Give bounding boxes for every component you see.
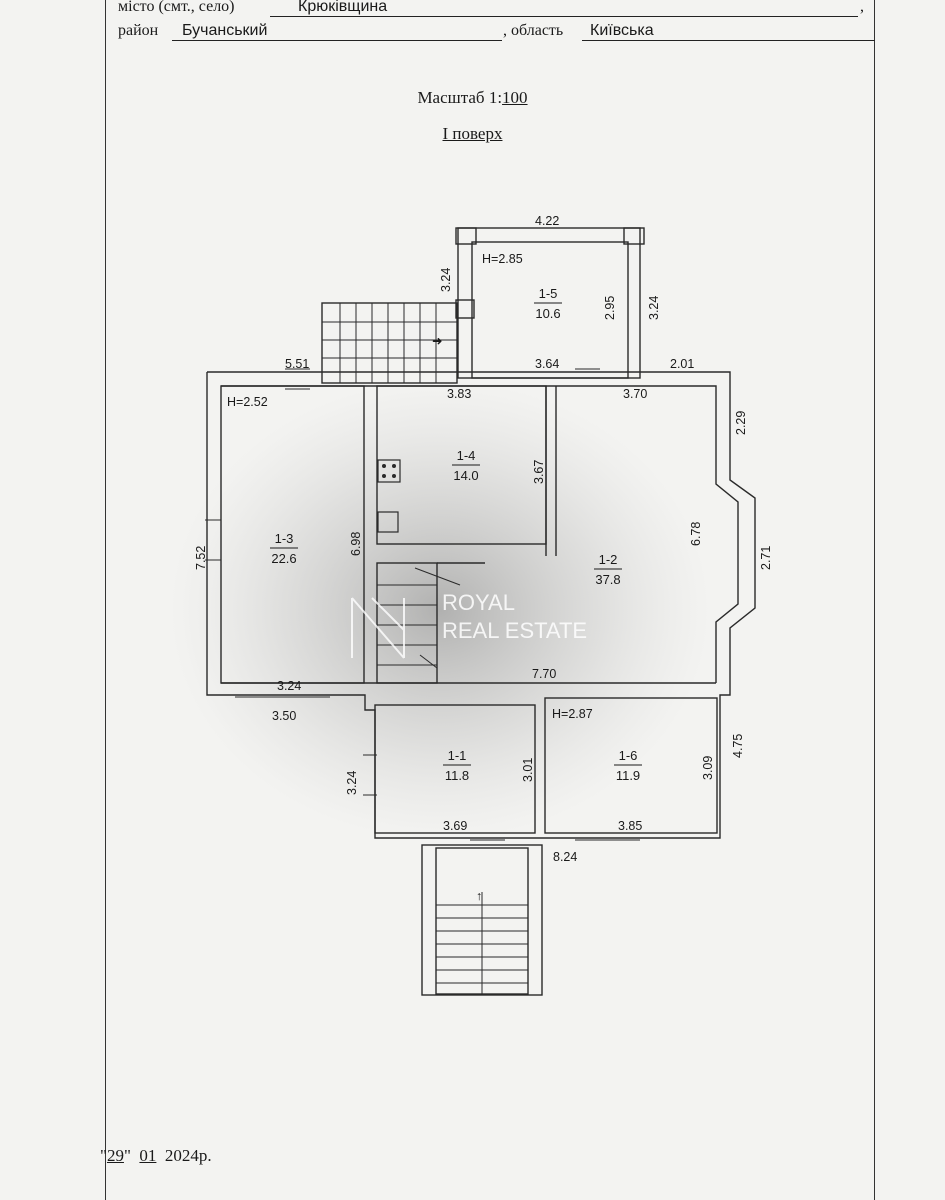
svg-text:1-1: 1-1 — [448, 748, 467, 763]
wall-room-1-1 — [374, 704, 536, 834]
svg-text:1-5: 1-5 — [539, 286, 558, 301]
dim-6-78: 6.78 — [689, 522, 703, 546]
city-label: місто (смт., село) — [118, 0, 235, 15]
svg-text:22.6: 22.6 — [271, 551, 296, 566]
stair-top — [321, 302, 458, 384]
corner-post-right — [623, 227, 645, 245]
windows — [205, 368, 640, 841]
dim-2-29: 2.29 — [734, 411, 748, 435]
stove-burner-4 — [392, 474, 396, 478]
dim-3-24-bottom-left: 3.24 — [277, 679, 301, 693]
dim-3-24-top-left: 3.24 — [439, 268, 453, 292]
dim-7-70: 7.70 — [532, 667, 556, 681]
stair-top-treads — [322, 303, 457, 383]
district-underline — [172, 40, 502, 41]
city-underline — [270, 16, 858, 17]
svg-text:1-2: 1-2 — [599, 552, 618, 567]
dim-2-95: 2.95 — [603, 296, 617, 320]
watermark-line-1: ROYAL — [442, 590, 515, 615]
dim-2-71: 2.71 — [759, 546, 773, 570]
height-room-1-6: Н=2.87 — [552, 707, 593, 721]
room-1-1-label: 1-1 11.8 — [443, 748, 471, 783]
walls — [206, 227, 756, 996]
inner-wall-right — [221, 385, 739, 683]
stair-entrance-outer — [421, 844, 543, 996]
dim-3-24-room-1-1: 3.24 — [345, 771, 359, 795]
footer-month: 01 — [139, 1146, 157, 1165]
dim-6-98: 6.98 — [349, 532, 363, 556]
dim-3-67: 3.67 — [532, 460, 546, 484]
stove-burner-2 — [392, 464, 396, 468]
room-1-4-label: 1-4 14.0 — [452, 448, 480, 483]
svg-text:37.8: 37.8 — [595, 572, 620, 587]
city-trailing: , — [860, 0, 864, 15]
stair-entrance-treads — [436, 892, 528, 994]
region-value: Київська — [590, 22, 654, 39]
room-1-5-label: 1-5 10.6 — [534, 286, 562, 321]
floor-title: І поверх — [442, 124, 503, 143]
stove-burner-3 — [382, 474, 386, 478]
height-room-1-3: Н=2.52 — [227, 395, 268, 409]
district-label: район — [118, 22, 159, 39]
dim-8-24: 8.24 — [553, 850, 577, 864]
stair-inner-treads — [377, 567, 461, 669]
room-1-3-label: 1-3 22.6 — [270, 531, 298, 566]
dim-5-51: 5.51 — [285, 357, 309, 371]
footer-day: 29 — [106, 1146, 124, 1165]
district-value: Бучанський — [182, 22, 268, 39]
dim-3-01: 3.01 — [521, 758, 535, 782]
region-underline — [582, 40, 875, 41]
post-mid-left — [455, 299, 475, 319]
dim-4-75: 4.75 — [731, 734, 745, 758]
svg-text:1-3: 1-3 — [275, 531, 294, 546]
watermark-line-2: REAL ESTATE — [442, 618, 587, 643]
footer-date: "29" 01 2024р. — [100, 1146, 212, 1166]
stair-top-arrow: ➜ — [432, 334, 442, 348]
scale-value: 100 — [502, 88, 528, 107]
room-1-6-label: 1-6 11.9 — [614, 748, 642, 783]
corner-post-left — [455, 227, 477, 245]
outer-wall — [206, 371, 756, 839]
sink-icon — [377, 511, 399, 533]
footer-quote-open: " — [100, 1146, 107, 1165]
wall-room-1-6 — [544, 697, 718, 834]
dim-3-09: 3.09 — [701, 756, 715, 780]
room-1-2-label: 1-2 37.8 — [594, 552, 622, 587]
dim-3-24-top-right: 3.24 — [647, 296, 661, 320]
footer-quote-close: " — [123, 1146, 131, 1165]
dim-7-52: 7.52 — [194, 546, 208, 570]
dim-3-70: 3.70 — [623, 387, 647, 401]
svg-text:1-6: 1-6 — [619, 748, 638, 763]
dim-3-83: 3.83 — [447, 387, 471, 401]
watermark-logo — [351, 597, 405, 659]
svg-text:11.8: 11.8 — [445, 768, 469, 783]
svg-text:11.9: 11.9 — [616, 768, 640, 783]
watermark-shading — [170, 380, 710, 840]
stove-icon — [377, 459, 401, 483]
page-border — [105, 0, 875, 1200]
region-label: , область — [503, 22, 564, 39]
dim-3-69: 3.69 — [443, 819, 467, 833]
svg-text:14.0: 14.0 — [453, 468, 478, 483]
svg-text:1-4: 1-4 — [457, 448, 476, 463]
dim-3-50: 3.50 — [272, 709, 296, 723]
height-room-1-5: Н=2.85 — [482, 252, 523, 266]
stair-entrance-arrow: ↑ — [476, 889, 482, 903]
dim-4-22: 4.22 — [535, 214, 559, 228]
dim-2-01: 2.01 — [670, 357, 694, 371]
scale-line: Масштаб 1:100 — [0, 88, 945, 108]
dim-3-85: 3.85 — [618, 819, 642, 833]
wall-room-1-5-inner — [471, 241, 629, 379]
stove-burner-1 — [382, 464, 386, 468]
svg-text:10.6: 10.6 — [535, 306, 560, 321]
scale-label: Масштаб 1: — [417, 88, 503, 107]
dim-3-64: 3.64 — [535, 357, 559, 371]
footer-year: 2024р. — [164, 1146, 212, 1165]
city-value: Крюківщина — [298, 0, 388, 15]
